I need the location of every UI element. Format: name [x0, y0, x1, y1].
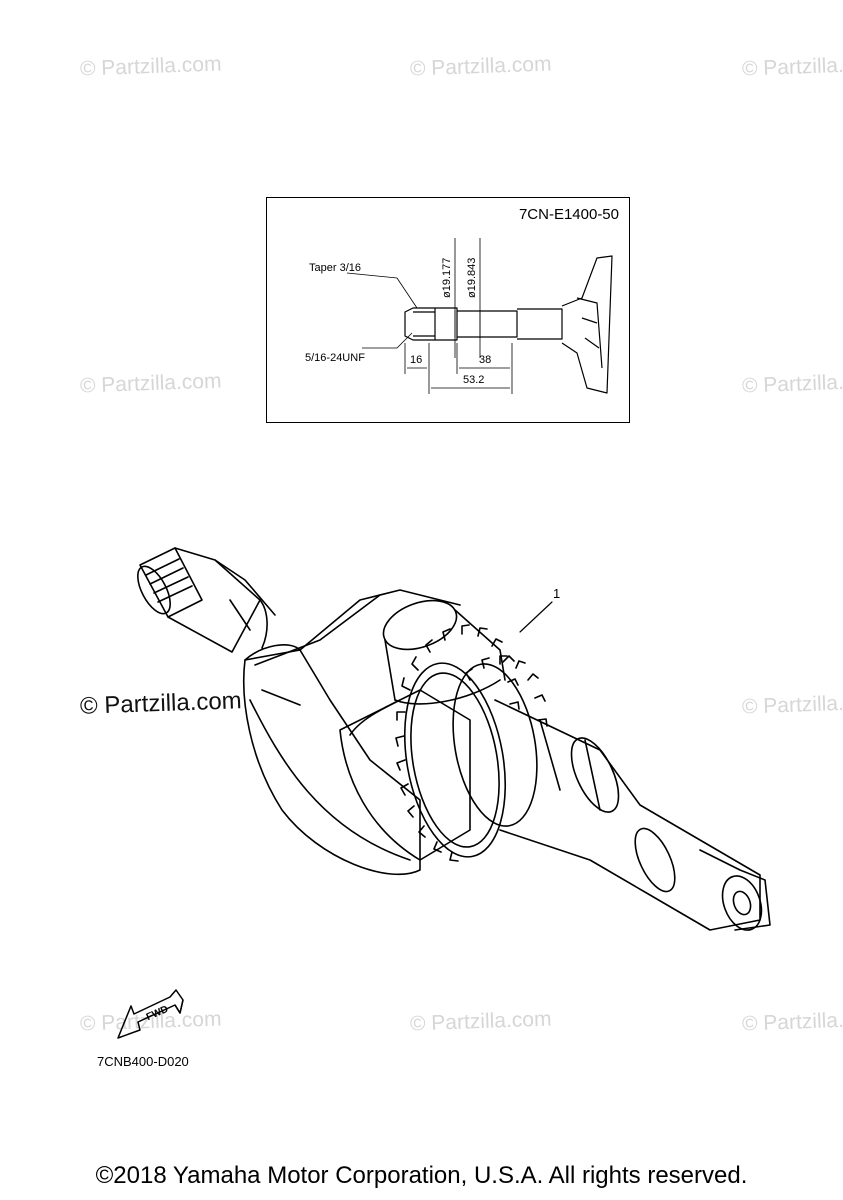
timing-gear-rear [452, 655, 548, 827]
right-counterweight [339, 689, 471, 861]
shaft-end-detail-drawing [346, 238, 613, 394]
copyright: ©2018 Yamaha Motor Corporation, U.S.A. A… [95, 1162, 748, 1189]
diameter-label-1: ø19.177 [441, 257, 453, 298]
left-shaft-end [137, 565, 171, 615]
left-counterweight [242, 649, 421, 876]
callout-leader [519, 601, 553, 633]
diagram-code: 7CNB400-D020 [97, 1054, 189, 1069]
timing-gear-front [395, 624, 520, 862]
part-code: 7CN-E1400-50 [518, 206, 619, 223]
thread-label: 5/16-24UNF [305, 352, 365, 364]
output-shaft [494, 699, 761, 931]
crank-pin [382, 599, 458, 651]
detail-inset: 7CN-E1400-50 Taper 3/16 5/16-24UNF ø19.1… [266, 197, 630, 423]
left-shaft-stub [139, 547, 203, 618]
taper-label: Taper 3/16 [309, 262, 361, 274]
output-shaft-end [721, 875, 763, 931]
diameter-label-2: ø19.843 [466, 257, 478, 298]
callout-number: 1 [553, 586, 561, 601]
dim-38: 38 [479, 354, 492, 366]
dim-53: 53.2 [463, 374, 485, 386]
fwd-arrow-icon [117, 989, 184, 1039]
dim-16: 16 [410, 354, 423, 366]
